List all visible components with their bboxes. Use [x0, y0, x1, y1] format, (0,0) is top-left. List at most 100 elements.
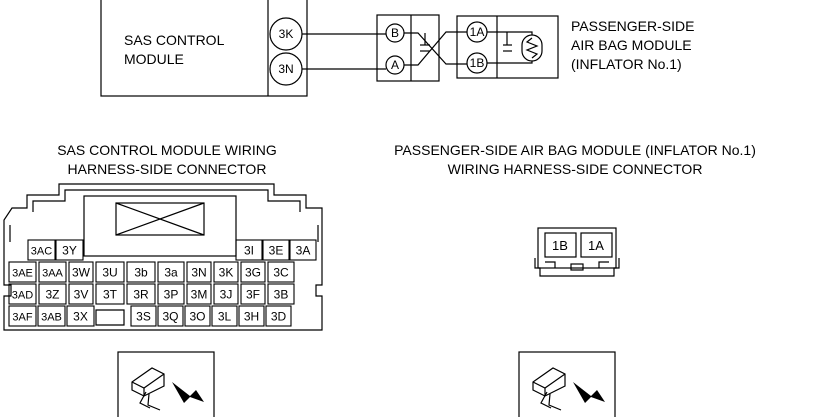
pin-cell-label: 3AC [31, 246, 52, 258]
pin-cell-label: 3J [220, 288, 233, 302]
pin-cell-label: 3V [74, 288, 89, 302]
sas-connector-pins: 3AC 3Y 3I 3E 3A 3AE 3AA 3W 3U 3b 3a 3N 3K 3G 3C 3AD 3Z 3V… [8, 239, 317, 327]
airbag-module-label-1: PASSENGER-SIDE [571, 18, 694, 34]
pin-cell [55, 239, 84, 261]
pin-1B-label: 1B [470, 56, 485, 70]
pin-cell-label: 3AD [12, 290, 33, 302]
pin-1A-label: 1A [470, 25, 485, 39]
sas-control-module-box [100, 0, 308, 97]
airbag-connector [534, 227, 620, 277]
pin-A-label: A [391, 58, 399, 72]
pin-cell [95, 283, 125, 305]
sas-connector-title-1: SAS CONTROL MODULE WIRING [57, 142, 277, 158]
view-arrow-right [573, 382, 605, 403]
pin-cell-label: 3C [273, 266, 289, 280]
pin-cell-label: 3AF [12, 312, 32, 324]
pin-cell [68, 261, 94, 283]
pin-cell-label: 3I [244, 244, 254, 258]
pin-cell [262, 239, 290, 261]
airbag-connector-body [537, 227, 617, 269]
pin-cell [66, 305, 95, 327]
pin-cell-label: 3U [102, 266, 117, 280]
pin-cell [213, 261, 239, 283]
pin-3N-label: 3N [278, 62, 293, 76]
sas-connector-body [3, 183, 323, 331]
pin-cell-label: 3O [189, 310, 205, 324]
sas-connector-title-2: HARNESS-SIDE CONNECTOR [68, 161, 267, 177]
pin-cell [213, 283, 239, 305]
pin-cell-label: 3a [164, 266, 178, 280]
pin-cell [8, 305, 37, 327]
wire-1A-inflator [487, 31, 533, 35]
pin-cell [157, 261, 185, 283]
pin-B-label: B [391, 26, 399, 40]
pin-cell-label: 3Y [62, 244, 77, 258]
airbag-module-box [456, 15, 559, 79]
pin-cell [265, 305, 292, 327]
pin-cell [238, 305, 265, 327]
pin-cell [186, 261, 212, 283]
sas-latch [115, 202, 205, 236]
pin-cell-label: 3K [219, 266, 234, 280]
airbag-connector-title-1: PASSENGER-SIDE AIR BAG MODULE (INFLATOR … [394, 142, 756, 158]
pin-cell-label: 3D [271, 310, 287, 324]
airbag-pin-label: 1A [588, 238, 604, 253]
pin-cell [211, 305, 238, 327]
view-icon-right [518, 351, 616, 417]
pin-cell-label: 3F [246, 288, 260, 302]
sas-module-label-1: SAS CONTROL [124, 32, 225, 48]
airbag-connector-pins: 1B 1A [552, 238, 604, 253]
pin-cell [8, 283, 37, 305]
pin-cell [184, 305, 211, 327]
airbag-module-label-3: (INFLATOR No.1) [571, 56, 682, 72]
pin-cell-label: 3X [73, 310, 88, 324]
pin-cell-label: 3E [269, 244, 284, 258]
pin-cell [38, 283, 67, 305]
pin-cell-label: 3B [274, 288, 289, 302]
pin-cell-label: 3M [191, 288, 208, 302]
pin-cell [186, 283, 212, 305]
pin-cell-label: 3Z [45, 288, 59, 302]
pin-cell [95, 261, 125, 283]
pin-cell-label: 3b [134, 266, 148, 280]
wire-1B-inflator [487, 61, 533, 64]
schematic [100, 0, 559, 97]
pin-cell-label: 3G [245, 266, 261, 280]
pin-cell-label: 3S [136, 310, 151, 324]
pin-cell [240, 261, 266, 283]
pin-cell-label: 3N [191, 266, 206, 280]
pin-cell [68, 283, 94, 305]
pin-cell [130, 305, 157, 327]
airbag-module-label-2: AIR BAG MODULE [571, 37, 692, 53]
pin-cell [267, 261, 295, 283]
pin-cell-label: 3AE [12, 268, 33, 280]
airbag-pin-label: 1B [552, 238, 568, 253]
pin-cell [8, 261, 37, 283]
pin-cell-label: 3AA [42, 268, 63, 280]
pin-cell [37, 305, 66, 327]
wire-A-1B [404, 31, 467, 66]
pin-cell-label: 3T [103, 288, 118, 302]
intermediate-connector [376, 14, 440, 82]
pin-cell [289, 239, 317, 261]
sas-module-label-2: MODULE [124, 51, 184, 67]
pin-cell-label: 3W [72, 266, 91, 280]
pin-cell [126, 261, 156, 283]
pin-cell [126, 283, 156, 305]
pin-cell-label: 3L [218, 310, 232, 324]
view-icon-left [117, 351, 215, 417]
pin-cell [240, 283, 266, 305]
pin-cell [27, 239, 56, 261]
pin-cell-label: 3H [244, 310, 259, 324]
pin-cell [157, 283, 185, 305]
pin-cell-label: 3R [133, 288, 149, 302]
pin-3K-label: 3K [279, 27, 294, 41]
view-arrow-left [172, 382, 204, 403]
pin-cell-label: 3AB [41, 312, 62, 324]
pin-cell-label: 3P [164, 288, 179, 302]
pin-cell-label: 3A [296, 244, 311, 258]
airbag-connector-title-2: WIRING HARNESS-SIDE CONNECTOR [448, 161, 703, 177]
pin-cell-label: 3Q [162, 310, 178, 324]
pin-cell [38, 261, 67, 283]
